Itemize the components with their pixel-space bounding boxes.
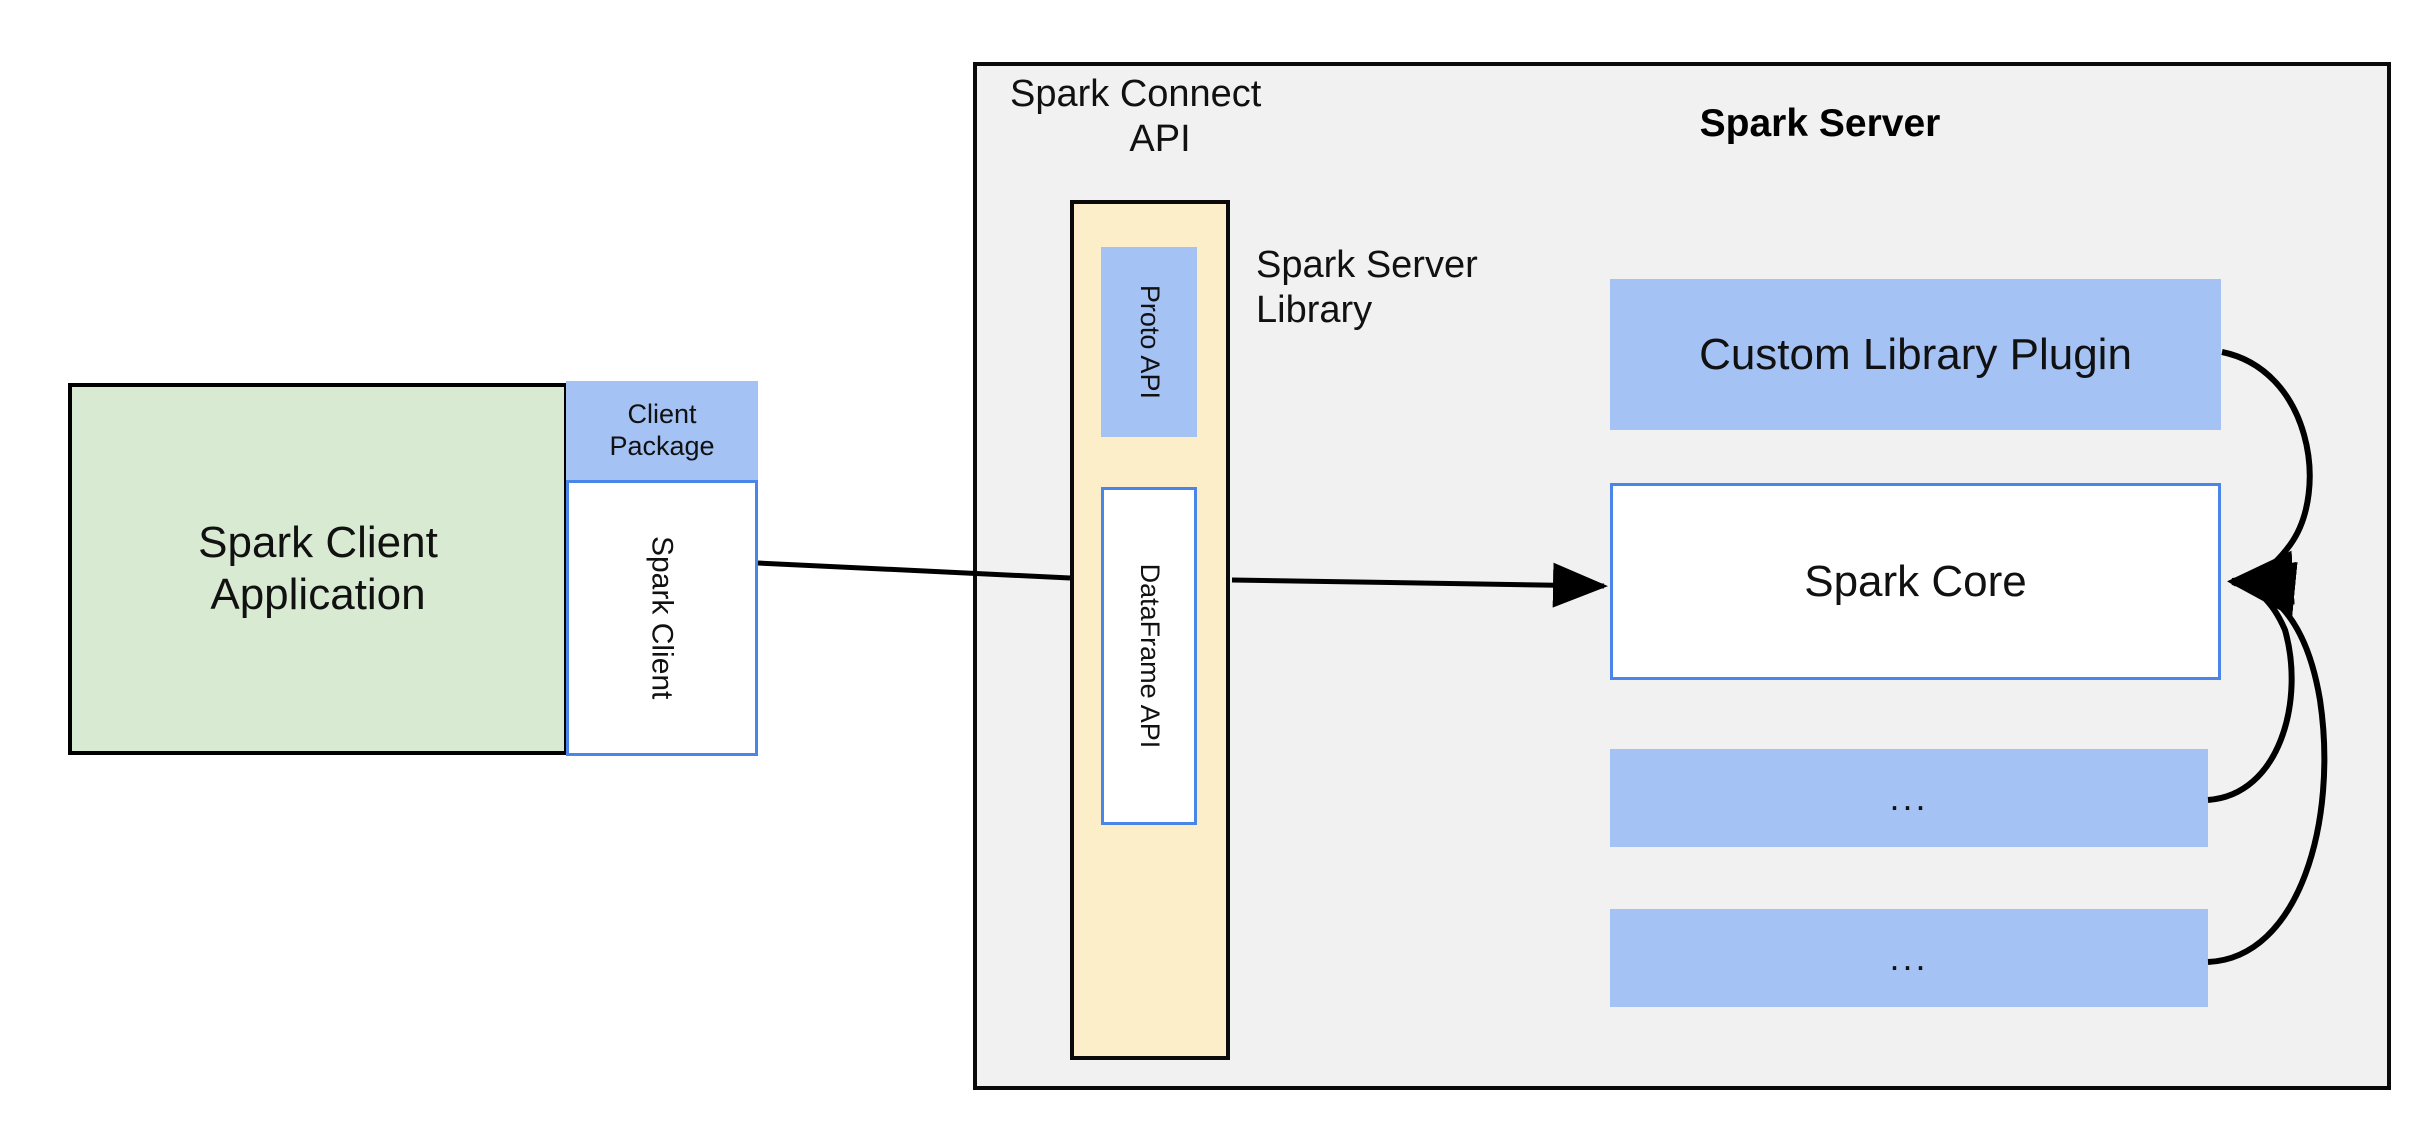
dataframe-api-box: DataFrame API <box>1101 487 1197 825</box>
spark-server-library-label: Spark Server Library <box>1256 243 1586 339</box>
spark-client-application-line2: Application <box>210 570 426 619</box>
client-package-line2: Package <box>609 430 715 461</box>
proto-api-label: Proto API <box>1134 284 1165 400</box>
custom-library-plugin-box: Custom Library Plugin <box>1610 279 2221 430</box>
spark-connect-api-label-line1: Spark Connect <box>1010 73 1262 115</box>
spark-connect-api-label: Spark Connect API <box>1010 72 1310 168</box>
proto-api-box: Proto API <box>1101 247 1197 437</box>
spark-server-library-label-line2: Library <box>1256 288 1373 331</box>
client-package-box: Client Package <box>566 381 758 480</box>
spark-server-library-label-line1: Spark Server <box>1256 244 1478 286</box>
spark-core-box: Spark Core <box>1610 483 2221 680</box>
client-package-line1: Client <box>627 398 697 429</box>
spark-client-label: Spark Client <box>645 536 679 700</box>
ellipsis-box-2: ... <box>1610 909 2208 1007</box>
spark-client-application-line1: Spark Client <box>198 518 438 568</box>
spark-client-box: Spark Client <box>566 480 758 756</box>
spark-client-application-box: Spark Client Application <box>68 383 568 755</box>
spark-server-title: Spark Server <box>1699 101 1941 145</box>
ellipsis-box-1: ... <box>1610 749 2208 847</box>
dataframe-api-label: DataFrame API <box>1134 563 1165 749</box>
spark-connect-api-label-line2: API <box>1129 117 1191 160</box>
